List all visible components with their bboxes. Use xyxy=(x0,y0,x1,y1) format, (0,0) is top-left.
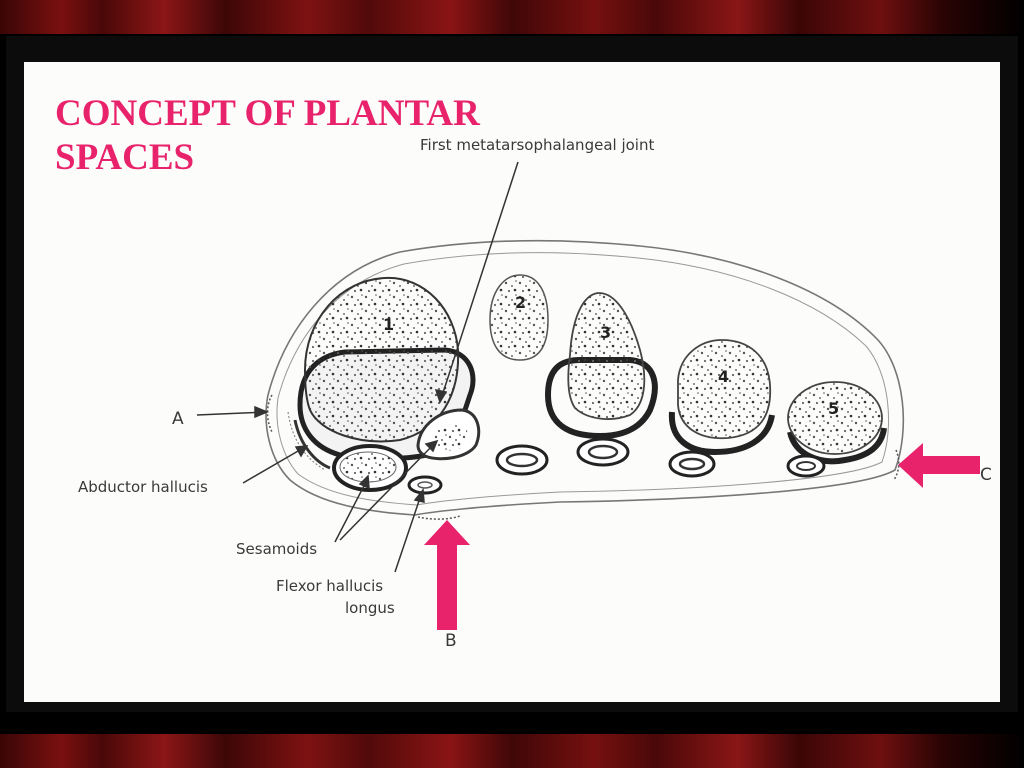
medial-sesamoid xyxy=(332,444,408,492)
skin-mark-c xyxy=(893,449,900,481)
metatarsal-3 xyxy=(567,292,646,420)
metatarsal-5 xyxy=(787,381,883,455)
label-abductor-hallucis: Abductor hallucis xyxy=(78,478,208,496)
metatarsal-5-capsule xyxy=(787,427,887,465)
leader-line-sesamoid-medial xyxy=(334,477,369,543)
metatarsal-4 xyxy=(677,339,772,440)
abductor-hallucis-muscle xyxy=(293,419,331,470)
label-marker-b: B xyxy=(445,631,457,651)
leader-line-mtp-joint xyxy=(439,161,519,403)
leader-line-sesamoid-lateral xyxy=(339,442,436,541)
label-marker-c: C xyxy=(980,465,992,485)
leader-line-a xyxy=(196,411,266,416)
bottom-decorative-bar xyxy=(0,734,1024,768)
flexor-tendon-2 xyxy=(495,444,549,476)
metatarsal-1-number: 1 xyxy=(383,315,394,334)
metatarsal-2 xyxy=(489,274,549,361)
metatarsal-4-capsule xyxy=(668,411,775,456)
flexor-tendon-5 xyxy=(786,454,826,478)
label-flexor-line-1: Flexor hallucis xyxy=(276,577,384,595)
title-line-1: CONCEPT OF PLANTAR xyxy=(55,93,480,134)
arrow-b-up-icon xyxy=(424,520,470,630)
leader-line-abductor xyxy=(242,446,306,484)
arrow-c-left-icon xyxy=(898,443,980,488)
metatarsal-4-number: 4 xyxy=(718,367,729,386)
top-decorative-bar xyxy=(0,0,1024,34)
metatarsal-1 xyxy=(303,276,460,443)
label-marker-a: A xyxy=(172,409,184,429)
flexor-tendon-3 xyxy=(576,437,630,467)
leader-line-flexor xyxy=(394,491,423,573)
flexor-tendon-4 xyxy=(668,450,716,478)
metatarsal-5-number: 5 xyxy=(828,399,839,418)
skin-mark-b xyxy=(417,515,461,520)
metatarsal-2-number: 2 xyxy=(515,293,526,312)
label-sesamoids: Sesamoids xyxy=(236,540,318,558)
flexor-hallucis-longus-tendon xyxy=(407,475,443,495)
title-line-2: SPACES xyxy=(55,137,195,178)
foot-outline xyxy=(265,239,905,516)
skin-mark-a xyxy=(266,394,273,433)
metatarsal-3-number: 3 xyxy=(600,323,611,342)
label-first-mtp-joint: First metatarsophalangeal joint xyxy=(420,136,655,154)
label-flexor-line-2: longus xyxy=(345,599,395,617)
slide-title: CONCEPT OF PLANTAR SPACES xyxy=(55,92,615,180)
